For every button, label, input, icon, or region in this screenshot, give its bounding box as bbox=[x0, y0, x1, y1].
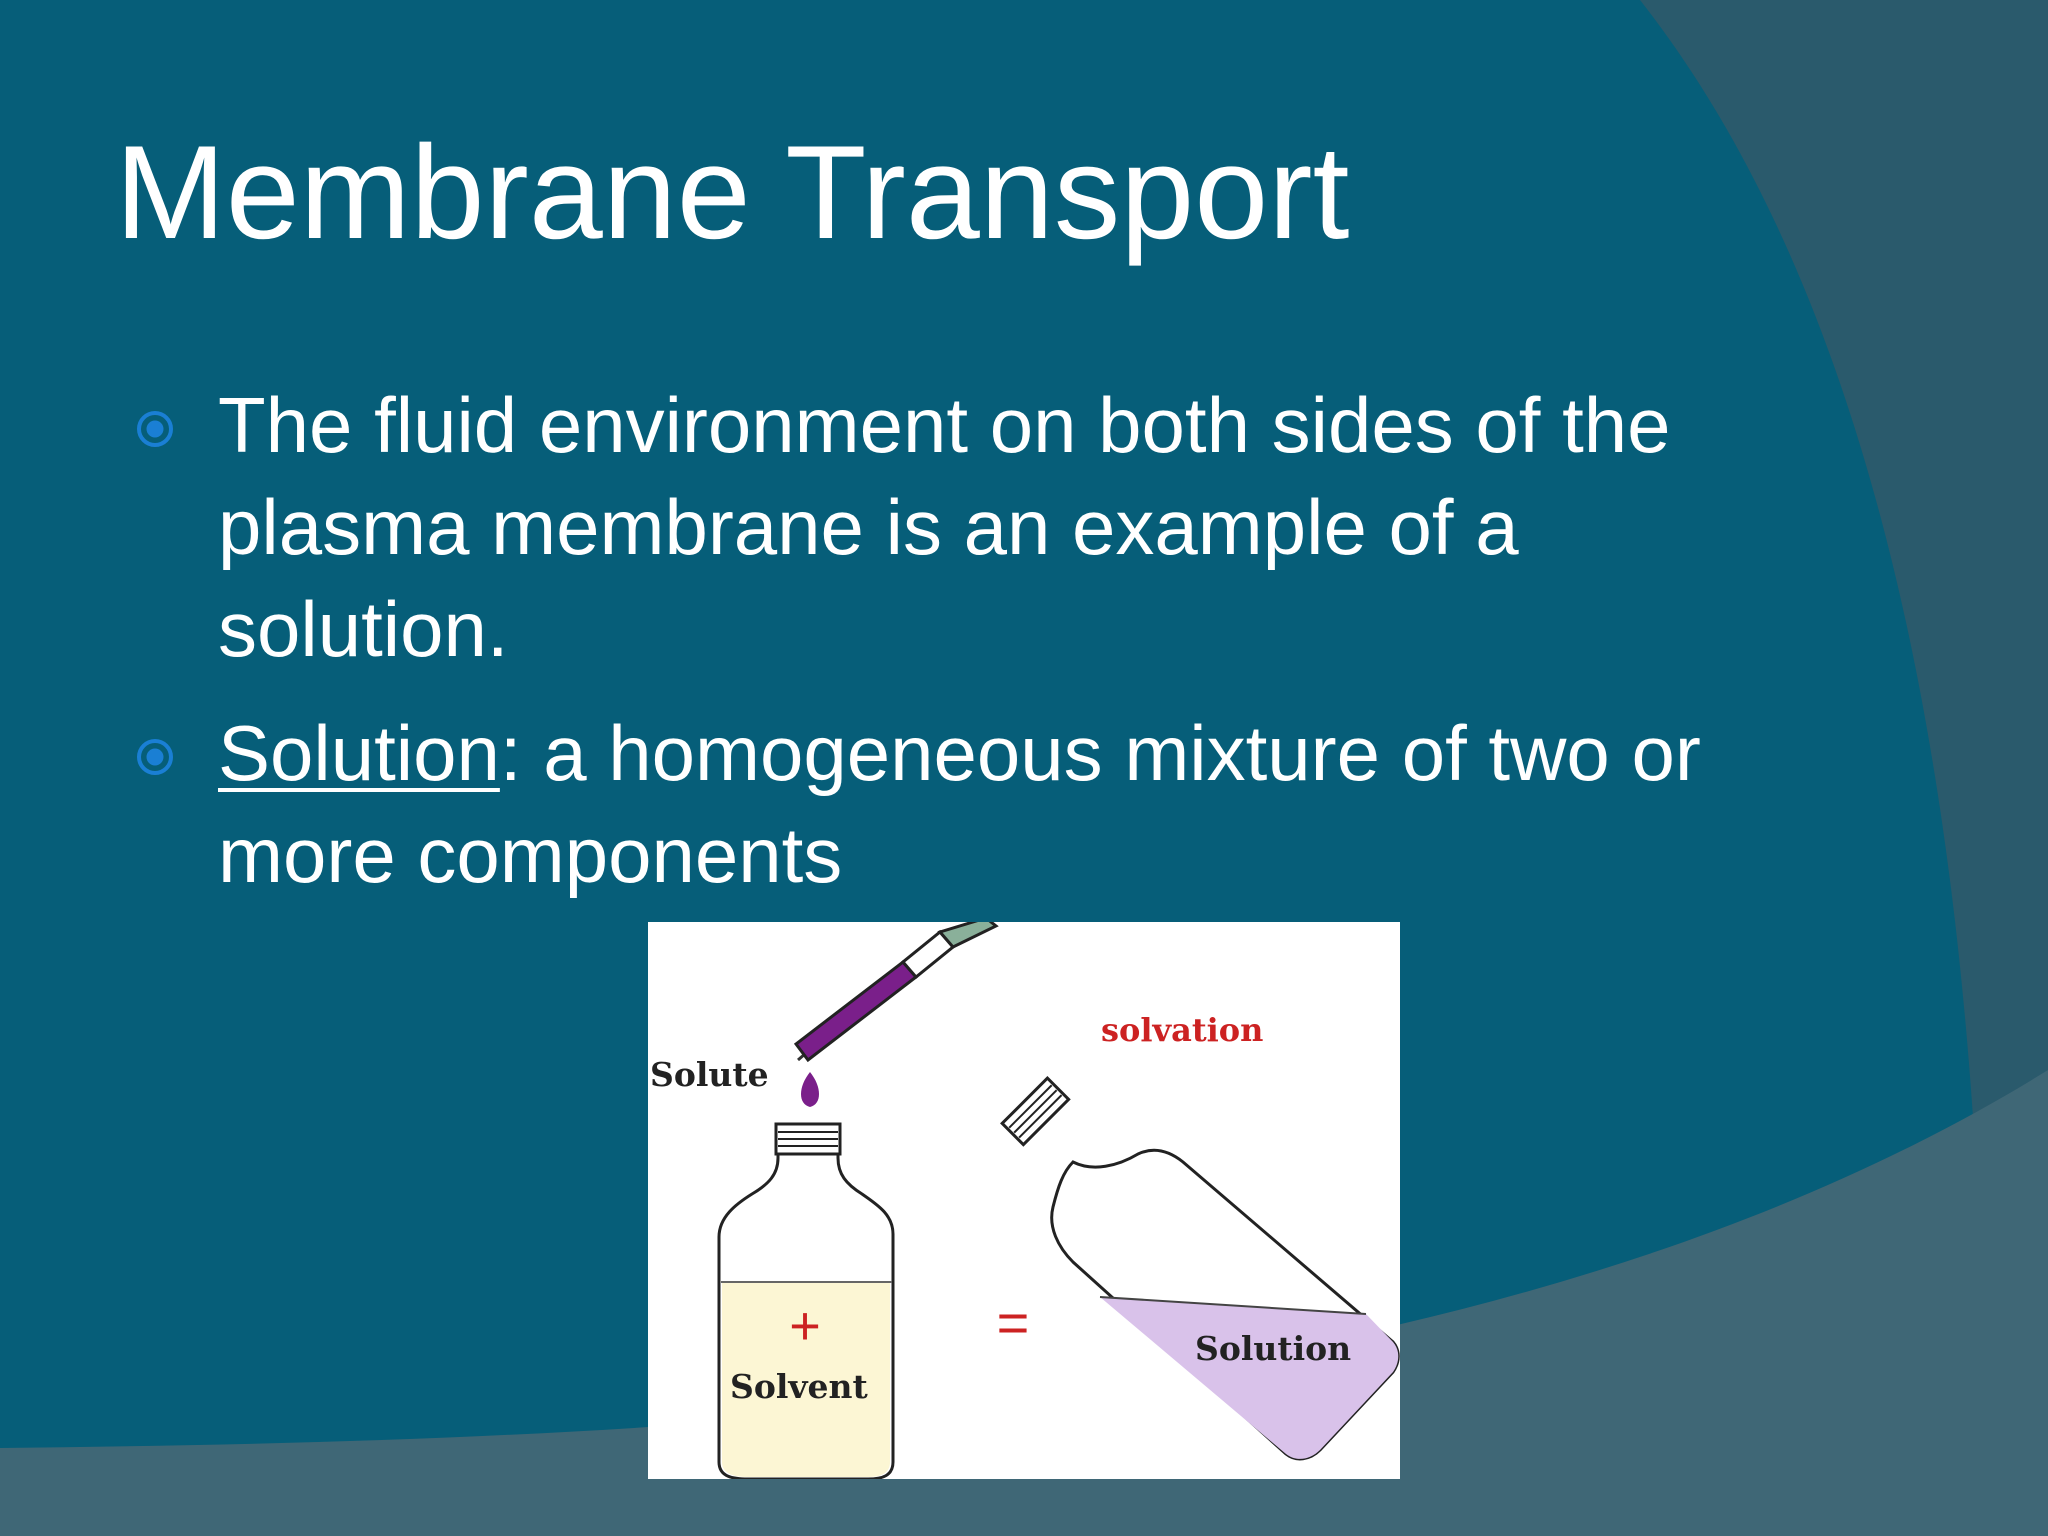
right-arc-panel bbox=[1640, 0, 2048, 1536]
equals-sign: = bbox=[997, 1291, 1030, 1354]
solvent-bottle-icon bbox=[717, 1122, 895, 1479]
bottom-swoosh-panel bbox=[0, 1070, 2048, 1536]
bullet-term: Solution bbox=[218, 709, 500, 797]
slide-title: Membrane Transport bbox=[115, 119, 1350, 267]
bullet-marker-icon bbox=[137, 739, 173, 775]
bullet-text: The fluid environment on both sides of t… bbox=[218, 381, 1671, 673]
solution-figure: Solute solvation + Solvent = Solution bbox=[648, 922, 1400, 1479]
solute-label: Solute bbox=[650, 1055, 769, 1094]
solvation-label: solvation bbox=[1101, 1011, 1263, 1049]
bullet-text: : a homogeneous mixture of two or more c… bbox=[218, 709, 1701, 899]
bullet-marker-icon bbox=[137, 411, 173, 447]
solvent-label: Solvent bbox=[730, 1367, 869, 1406]
dropper-icon bbox=[793, 922, 999, 1107]
solution-bottle-icon bbox=[1000, 1076, 1071, 1147]
solution-liquid bbox=[1100, 1297, 1399, 1459]
solution-label: Solution bbox=[1195, 1329, 1351, 1368]
plus-sign: + bbox=[789, 1296, 821, 1356]
bullet-item: Solution: a homogeneous mixture of two o… bbox=[137, 702, 1758, 906]
bullet-item: The fluid environment on both sides of t… bbox=[137, 374, 1758, 680]
solution-illustration: Solute solvation + Solvent = Solution bbox=[650, 922, 1400, 1479]
